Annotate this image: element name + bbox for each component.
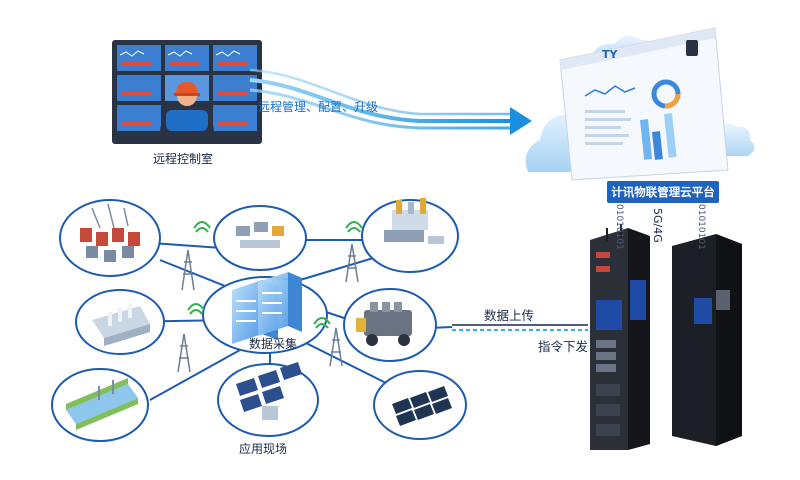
command-down-label: 指令下发 (538, 339, 589, 354)
gateway-device-back-icon (672, 234, 742, 446)
wifi-signal-icon (187, 221, 363, 329)
control-room-label: 远程控制室 (153, 152, 214, 166)
management-arrow (249, 68, 532, 135)
site-substation (59, 199, 161, 277)
site-water (75, 289, 165, 355)
solar-panel-icon (236, 362, 302, 420)
binary-stream-right: 01010101 (696, 204, 706, 250)
site-river (51, 368, 149, 442)
gateway-device-icon (590, 228, 650, 450)
management-label: 远程管理、配置、升级 (258, 100, 379, 114)
server-stack-icon (202, 272, 328, 354)
solar-panel-icon (392, 386, 452, 426)
link-line (452, 324, 588, 331)
field-label: 应用现场 (239, 442, 288, 456)
site-factory (361, 198, 459, 273)
site-solar-center (217, 362, 319, 437)
substation-icon (80, 203, 140, 262)
data-collection-label: 数据采集 (249, 337, 298, 351)
data-upload-label: 数据上传 (484, 308, 535, 323)
substation-icon (236, 222, 284, 248)
engine-icon (356, 302, 412, 346)
dashboard-screen (559, 27, 729, 181)
power-tower-icon (177, 243, 359, 373)
binary-stream-left: 01010101 (614, 204, 624, 250)
site-top-center (213, 205, 307, 271)
site-solar-right (373, 370, 467, 440)
factory-icon (384, 198, 444, 244)
operator-icon (150, 82, 224, 141)
network-label: 5G/4G (651, 208, 664, 243)
water-treatment-icon (92, 304, 150, 346)
site-engine (343, 288, 437, 362)
river-icon (66, 378, 138, 430)
antenna-icon (606, 224, 622, 242)
platform-banner: 计讯物联管理云平台 (607, 181, 719, 203)
cloud-logo: TY (602, 48, 618, 61)
